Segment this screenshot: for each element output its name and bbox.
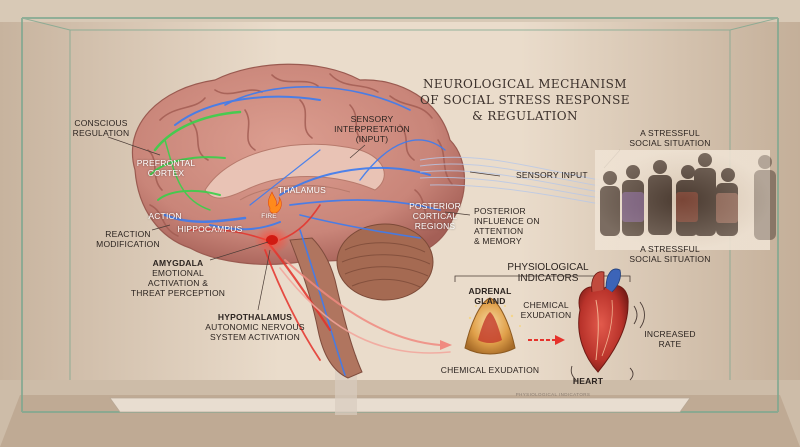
label-hippocampus: HIPPOCAMPUS bbox=[177, 224, 243, 234]
label-thalamus: THALAMUS bbox=[278, 185, 326, 195]
physiological-indicators-title: PHYSIOLOGICAL INDICATORS bbox=[507, 262, 589, 284]
ceiling-strip bbox=[0, 0, 800, 22]
amygdala-core bbox=[266, 235, 278, 245]
physiological-bracket bbox=[454, 275, 631, 282]
label-social-situation-bottom: A STRESSFUL SOCIAL SITUATION bbox=[629, 244, 711, 264]
label-adrenal-gland: ADRENAL GLAND bbox=[468, 286, 512, 306]
label-sensory-input: SENSORY INPUT bbox=[516, 170, 588, 180]
vibration-icon bbox=[570, 301, 645, 381]
display-plate-text: PHYSIOLOGICAL INDICATORS bbox=[515, 392, 591, 397]
blue-pathways bbox=[163, 86, 446, 376]
social-group bbox=[595, 150, 776, 250]
display-plate bbox=[109, 397, 691, 413]
label-reaction-modification: REACTION MODIFICATION bbox=[96, 229, 160, 249]
label-prefrontal-cortex: PREFRONTAL CORTEX bbox=[136, 158, 196, 178]
adrenal-to-heart-arrow bbox=[528, 335, 565, 345]
diagram-title: NEUROLOGICAL MECHANISM OF SOCIAL STRESS … bbox=[420, 76, 630, 124]
label-hypothalamus: HYPOTHALAMUS AUTONOMIC NERVOUS SYSTEM AC… bbox=[205, 312, 305, 342]
label-social-situation-top: A STRESSFUL SOCIAL SITUATION bbox=[629, 128, 711, 148]
title-line-1: NEUROLOGICAL MECHANISM bbox=[423, 77, 627, 91]
label-sensory-interpretation: SENSORY INTERPRETATION (INPUT) bbox=[334, 114, 410, 144]
label-chemical-exudation-bottom: CHEMICAL EXUDATION bbox=[440, 365, 540, 375]
brain-to-adrenal-arrow bbox=[440, 340, 452, 350]
green-pathways bbox=[149, 110, 242, 211]
red-pathways bbox=[189, 204, 451, 361]
label-action: ACTION bbox=[148, 211, 182, 221]
label-chemical-exudation-top: CHEMICAL EXUDATION bbox=[520, 300, 572, 320]
label-fire: FIRE bbox=[261, 213, 277, 220]
label-conscious-regulation: CONSCIOUS REGULATION bbox=[72, 118, 130, 138]
label-posterior-cortical-regions: POSTERIOR CORTICAL REGIONS bbox=[409, 201, 461, 231]
label-posterior-influence: POSTERIOR INFLUENCE ON ATTENTION & MEMOR… bbox=[474, 206, 540, 246]
sensory-input-stream bbox=[419, 156, 601, 205]
fire-icon bbox=[268, 191, 282, 214]
title-line-3: & REGULATION bbox=[472, 109, 578, 123]
label-heart: HEART bbox=[572, 376, 604, 386]
label-increased-rate: INCREASED RATE bbox=[644, 329, 696, 349]
cerebellum bbox=[336, 223, 434, 301]
adrenal-gland bbox=[464, 297, 521, 355]
label-amygdala: AMYGDALA EMOTIONAL ACTIVATION & THREAT P… bbox=[130, 258, 226, 298]
heart bbox=[578, 268, 629, 373]
title-line-2: OF SOCIAL STRESS RESPONSE bbox=[420, 93, 630, 107]
